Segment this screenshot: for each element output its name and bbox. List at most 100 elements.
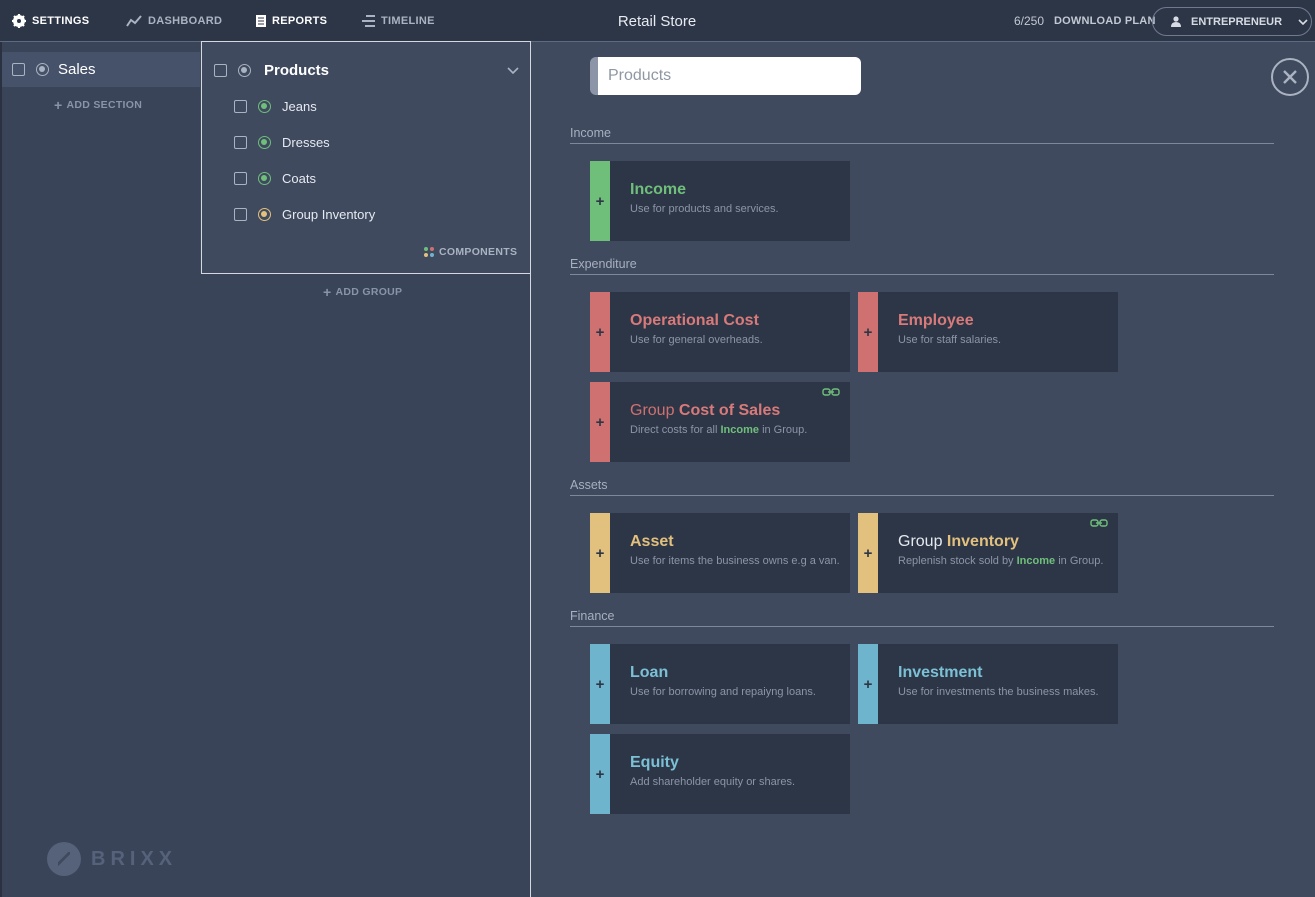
close-button[interactable] <box>1271 58 1309 96</box>
group-item-group-inventory[interactable]: Group Inventory <box>234 207 375 222</box>
brixx-logo-text: BRIXX <box>91 847 178 870</box>
category-heading-expenditure: Expenditure <box>570 257 1274 275</box>
group-title: Products <box>264 62 330 79</box>
section-checkbox[interactable] <box>12 63 25 76</box>
chevron-down-icon <box>1298 18 1308 25</box>
brixx-logo-icon <box>47 842 81 876</box>
card-title-main: Cost of Sales <box>678 402 781 419</box>
user-icon <box>1171 16 1181 27</box>
card-title-prefix: Group <box>630 402 675 419</box>
group-checkbox[interactable] <box>214 64 227 77</box>
item-status-radio <box>258 100 271 113</box>
item-label: Group Inventory <box>282 207 376 222</box>
gear-icon <box>12 14 26 28</box>
card-title: Asset <box>630 533 674 550</box>
plan-count: 6/250 <box>1014 14 1045 28</box>
desc-text: Replenish stock sold by <box>898 555 1014 567</box>
nav-timeline-label: TIMELINE <box>381 15 435 27</box>
group-item-jeans[interactable]: Jeans <box>234 99 317 114</box>
close-icon <box>1283 70 1297 84</box>
card-title: Income <box>630 181 687 198</box>
add-group-button[interactable]: + ADD GROUP <box>323 285 402 299</box>
section-status-radio <box>36 63 49 76</box>
item-checkbox[interactable] <box>234 136 247 149</box>
nav-reports[interactable]: REPORTS <box>256 0 327 42</box>
add-section-label: ADD SECTION <box>66 99 143 111</box>
group-item-dresses[interactable]: Dresses <box>234 135 330 150</box>
card-description: Use for products and services. <box>630 203 779 215</box>
card-description: Add shareholder equity or shares. <box>630 776 796 788</box>
sections-sidebar: Sales + ADD SECTION BRIXX <box>0 42 200 897</box>
item-status-radio <box>258 172 271 185</box>
desc-text: in Group. <box>1058 555 1104 567</box>
component-card-income[interactable]: + Income Use for products and services. <box>590 161 850 241</box>
components-label: COMPONENTS <box>439 246 518 258</box>
component-card-operational-cost[interactable]: + Operational Cost Use for general overh… <box>590 292 850 372</box>
components-icon <box>424 247 434 257</box>
item-checkbox[interactable] <box>234 100 247 113</box>
item-status-radio <box>258 136 271 149</box>
plus-icon: + <box>590 161 610 241</box>
chevron-down-icon[interactable] <box>507 67 519 74</box>
plus-icon: + <box>590 513 610 593</box>
card-description: Use for staff salaries. <box>898 334 1002 346</box>
plus-icon: + <box>590 292 610 372</box>
search-input[interactable] <box>608 67 848 85</box>
component-card-group-cost-of-sales[interactable]: + Group Cost of Sales Direct costs for a… <box>590 382 850 462</box>
components-button[interactable]: COMPONENTS <box>424 246 517 258</box>
download-plan-button[interactable]: DOWNLOAD PLAN <box>1054 15 1156 27</box>
account-menu-button[interactable]: ENTREPRENEUR <box>1152 7 1312 36</box>
group-status-radio <box>238 64 251 77</box>
line-chart-icon <box>126 15 142 27</box>
top-bar: SETTINGS DASHBOARD REPORTS TIMELINE Reta… <box>0 0 1315 42</box>
item-label: Dresses <box>282 135 330 150</box>
document-icon <box>256 15 266 27</box>
nav-settings[interactable]: SETTINGS <box>12 0 89 42</box>
nav-dashboard[interactable]: DASHBOARD <box>126 0 222 42</box>
section-label: Sales <box>58 61 96 78</box>
nav-timeline[interactable]: TIMELINE <box>362 0 435 42</box>
component-card-loan[interactable]: + Loan Use for borrowing and repaiyng lo… <box>590 644 850 724</box>
link-icon <box>822 388 840 396</box>
card-description: Direct costs for all Income in Group. <box>630 424 850 436</box>
card-title: Employee <box>898 312 974 329</box>
add-group-label: ADD GROUP <box>335 286 403 298</box>
section-item-sales[interactable]: Sales <box>2 52 200 87</box>
group-item-coats[interactable]: Coats <box>234 171 316 186</box>
card-title: Group Cost of Sales <box>630 402 850 420</box>
plus-icon: + <box>590 734 610 814</box>
group-header[interactable]: Products <box>214 62 329 79</box>
card-description: Use for general overheads. <box>630 334 763 346</box>
plus-icon: + <box>858 513 878 593</box>
component-card-investment[interactable]: + Investment Use for investments the bus… <box>858 644 1118 724</box>
component-card-employee[interactable]: + Employee Use for staff salaries. <box>858 292 1118 372</box>
item-label: Coats <box>282 171 316 186</box>
item-label: Jeans <box>282 99 317 114</box>
add-section-button[interactable]: + ADD SECTION <box>54 98 142 112</box>
card-title-prefix: Group <box>898 533 943 550</box>
group-list-area: + ADD GROUP <box>200 273 531 897</box>
group-panel-products: Products Jeans Dresses Coats Group Inven… <box>201 41 531 274</box>
card-description: Use for items the business owns e.g a va… <box>630 555 840 567</box>
desc-text: in Group. <box>762 424 808 436</box>
card-title: Operational Cost <box>630 312 759 329</box>
card-description: Replenish stock sold by Income in Group. <box>898 555 1118 567</box>
plus-icon: + <box>590 382 610 462</box>
card-description: Use for borrowing and repaiyng loans. <box>630 686 816 698</box>
plus-icon: + <box>323 284 332 300</box>
item-checkbox[interactable] <box>234 172 247 185</box>
plus-icon: + <box>858 292 878 372</box>
desc-highlight: Income <box>720 424 759 436</box>
account-label: ENTREPRENEUR <box>1191 15 1283 28</box>
card-title: Group Inventory <box>898 533 1118 551</box>
component-card-group-inventory[interactable]: + Group Inventory Replenish stock sold b… <box>858 513 1118 593</box>
item-checkbox[interactable] <box>234 208 247 221</box>
nav-reports-label: REPORTS <box>272 15 328 27</box>
plus-icon: + <box>858 644 878 724</box>
card-description: Use for investments the business makes. <box>898 686 1099 698</box>
nav-settings-label: SETTINGS <box>32 15 90 27</box>
search-box <box>590 57 861 95</box>
app-title: Retail Store <box>617 12 697 30</box>
component-card-equity[interactable]: + Equity Add shareholder equity or share… <box>590 734 850 814</box>
component-card-asset[interactable]: + Asset Use for items the business owns … <box>590 513 850 593</box>
